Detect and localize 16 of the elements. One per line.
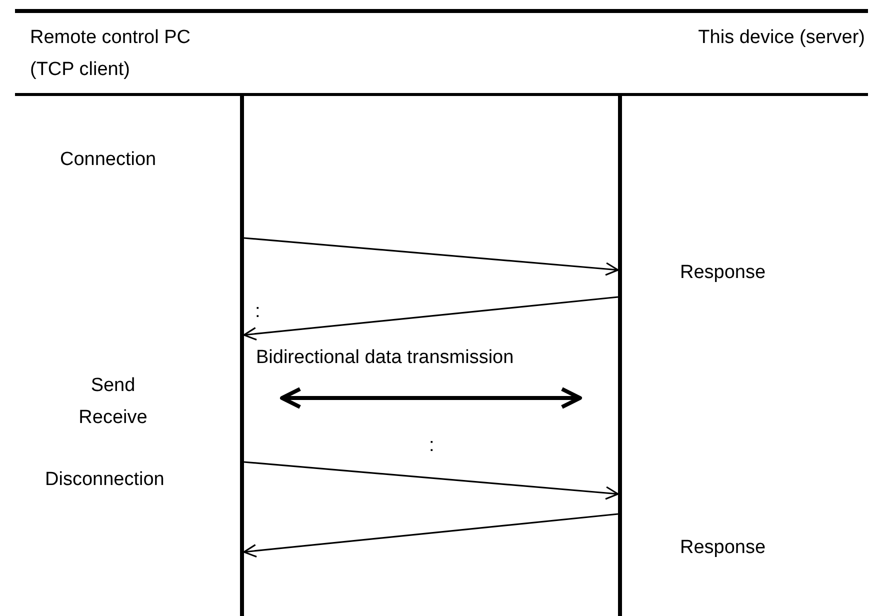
text-label: Response bbox=[680, 261, 767, 285]
text-label: : bbox=[429, 434, 436, 458]
lifeline bbox=[618, 96, 622, 616]
text-label: Bidirectional data transmission bbox=[256, 346, 515, 370]
message-arrow bbox=[244, 237, 619, 276]
text-label: : bbox=[255, 300, 262, 324]
text-label: This device (server) bbox=[697, 26, 865, 50]
text-label: Remote control PC (TCP client) bbox=[30, 26, 192, 82]
text-label: Send Receive bbox=[78, 374, 148, 430]
lifeline bbox=[240, 96, 244, 616]
message-arrow bbox=[243, 296, 618, 341]
message-arrow bbox=[243, 513, 618, 558]
text-label: Connection bbox=[60, 148, 158, 172]
text-label: Response bbox=[680, 536, 767, 560]
text-label: Disconnection bbox=[45, 468, 166, 492]
message-arrow bbox=[244, 461, 619, 500]
